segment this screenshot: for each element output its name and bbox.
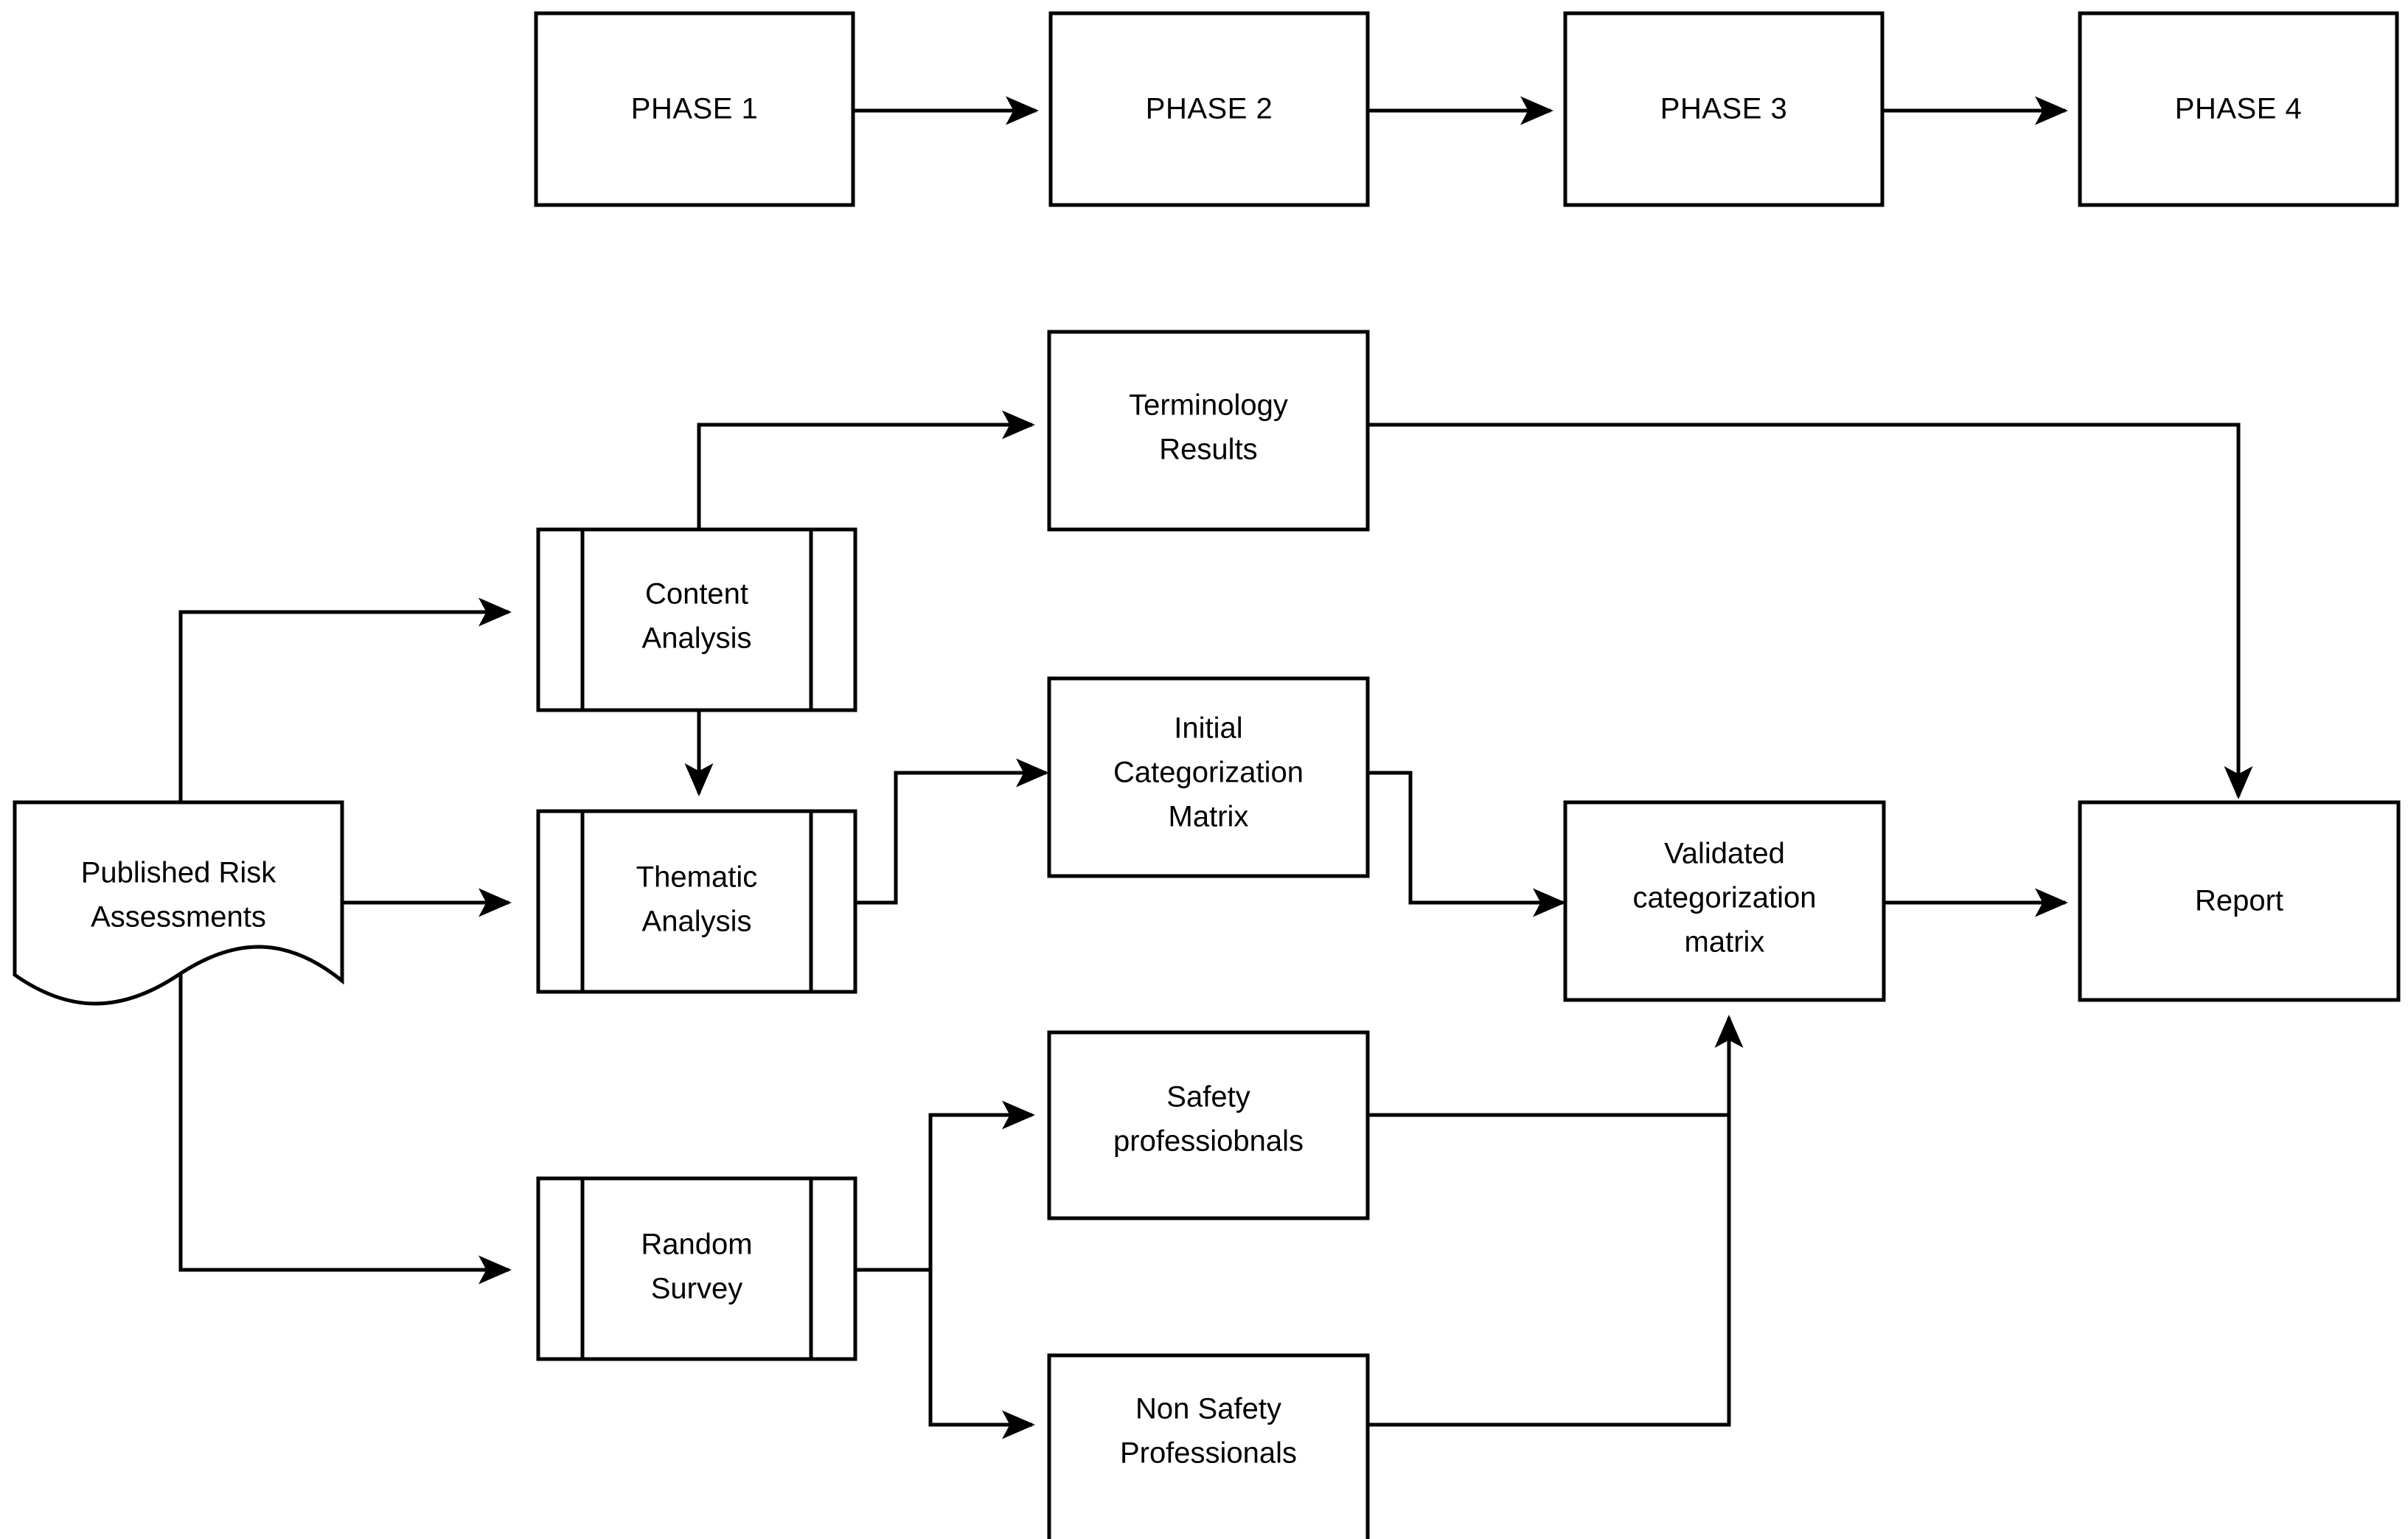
initial-categorization-matrix-label-line3: Matrix [1169,801,1249,833]
edge-source-random-survey [178,951,512,1285]
phase1-label: PHASE 1 [631,93,758,125]
phase4-box[interactable] [2078,11,2399,207]
initial-categorization-matrix-label-line2: Categorization [1113,757,1304,789]
non-safety-professionals-label-line1: Non Safety [1135,1393,1281,1425]
published-risk-assessments-label-line2: Assessments [91,901,266,934]
node-validated-categorization-matrix[interactable]: Validated categorization matrix [1563,800,1886,1002]
phase3-box[interactable] [1563,11,1885,207]
phase2-box[interactable] [1048,11,1370,207]
node-phase1[interactable]: PHASE 1 [534,11,855,207]
safety-professionals-label-line1: Safety [1166,1081,1250,1114]
non-safety-professionals-box[interactable] [1047,1353,1370,1539]
node-safety-professionals[interactable]: Safety professiobnals [1047,1030,1370,1220]
phase2-label: PHASE 2 [1146,93,1273,125]
edge-random-survey-non-safety-professionals [928,1270,1036,1439]
content-analysis-label-line1: Content [645,578,748,611]
node-report[interactable]: Report [2078,800,2401,1002]
random-survey-label-line1: Random [641,1229,752,1261]
published-risk-assessments-label-line1: Published Risk [81,857,277,889]
edge-initial-matrix-validated-matrix [1368,771,1567,917]
edge-thematic-analysis-initial-matrix [854,758,1050,905]
edge-safety-professionals-validated-matrix [1369,1018,1731,1117]
node-initial-categorization-matrix[interactable]: Initial Categorization Matrix [1047,676,1370,878]
phase4-label: PHASE 4 [2175,93,2302,125]
node-content-analysis[interactable]: Content Analysis [536,527,857,712]
phase3-label: PHASE 3 [1660,93,1787,125]
report-label: Report [2195,885,2283,917]
edge-terminology-results-report [1369,423,2253,800]
node-thematic-analysis[interactable]: Thematic Analysis [536,809,857,994]
edge-non-safety-professionals-validated-matrix [1369,1014,1744,1427]
node-published-risk-assessments[interactable]: Published Risk Assessments [13,800,344,1006]
terminology-results-label-line1: Terminology [1129,389,1288,422]
edge-random-survey-safety-professionals [854,1100,1036,1272]
validated-categorization-matrix-label-line1: Validated [1664,838,1785,870]
safety-professionals-box[interactable] [1047,1030,1370,1220]
terminology-results-box[interactable] [1047,330,1370,532]
validated-categorization-matrix-label-line2: categorization [1632,882,1816,914]
node-non-safety-professionals[interactable]: Non Safety Professionals [1047,1353,1370,1539]
phase-row: PHASE 1 PHASE 2 PHASE 3 PHASE 4 [534,11,2399,207]
node-layer: Published Risk Assessments Content Analy… [13,330,2401,1539]
node-phase3[interactable]: PHASE 3 [1563,11,1885,207]
terminology-results-label-line2: Results [1159,434,1257,466]
validated-categorization-matrix-label-line3: matrix [1685,926,1765,959]
node-terminology-results[interactable]: Terminology Results [1047,330,1370,532]
content-analysis-box[interactable] [536,527,857,712]
non-safety-professionals-label-line2: Professionals [1120,1437,1297,1470]
initial-categorization-matrix-box[interactable] [1047,676,1370,878]
report-box[interactable] [2078,800,2401,1002]
node-random-survey[interactable]: Random Survey [536,1176,857,1361]
edge-layer [178,410,2253,1439]
phase1-box[interactable] [534,11,855,207]
thematic-analysis-box[interactable] [536,809,857,994]
random-survey-label-line2: Survey [651,1273,743,1305]
thematic-analysis-label-line2: Analysis [642,906,752,938]
edge-content-analysis-terminology-results [697,410,1036,529]
random-survey-box[interactable] [536,1176,857,1361]
node-phase4[interactable]: PHASE 4 [2078,11,2399,207]
edge-source-content-analysis [178,597,512,802]
content-analysis-label-line2: Analysis [642,622,752,655]
node-phase2[interactable]: PHASE 2 [1048,11,1370,207]
published-risk-assessments-shape[interactable] [13,800,344,1006]
safety-professionals-label-line2: professiobnals [1113,1125,1304,1158]
thematic-analysis-label-line1: Thematic [636,861,758,894]
initial-categorization-matrix-label-line1: Initial [1174,712,1242,745]
validated-categorization-matrix-box[interactable] [1563,800,1886,1002]
